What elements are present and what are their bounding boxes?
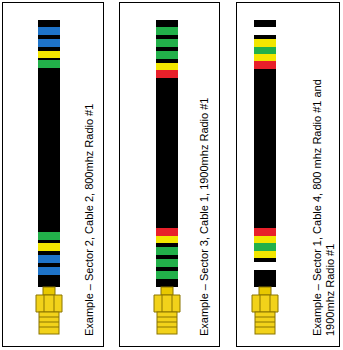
panel-caption: Example – Sector 1, Cable 4, 800 mhz Rad… [311,66,337,336]
cable-1 [36,20,62,334]
panel-caption: Example – Sector 3, Cable 1, 1900mhz Rad… [198,16,211,336]
example-panel: Example – Sector 2, Cable 2, 800mhz Radi… [2,2,104,347]
cable-2 [154,20,180,334]
example-panel: Example – Sector 3, Cable 1, 1900mhz Rad… [119,2,220,347]
cable-3 [252,20,278,334]
example-panel: Example – Sector 1, Cable 4, 800 mhz Rad… [236,2,340,347]
panel-caption: Example – Sector 2, Cable 2, 800mhz Radi… [83,16,96,336]
